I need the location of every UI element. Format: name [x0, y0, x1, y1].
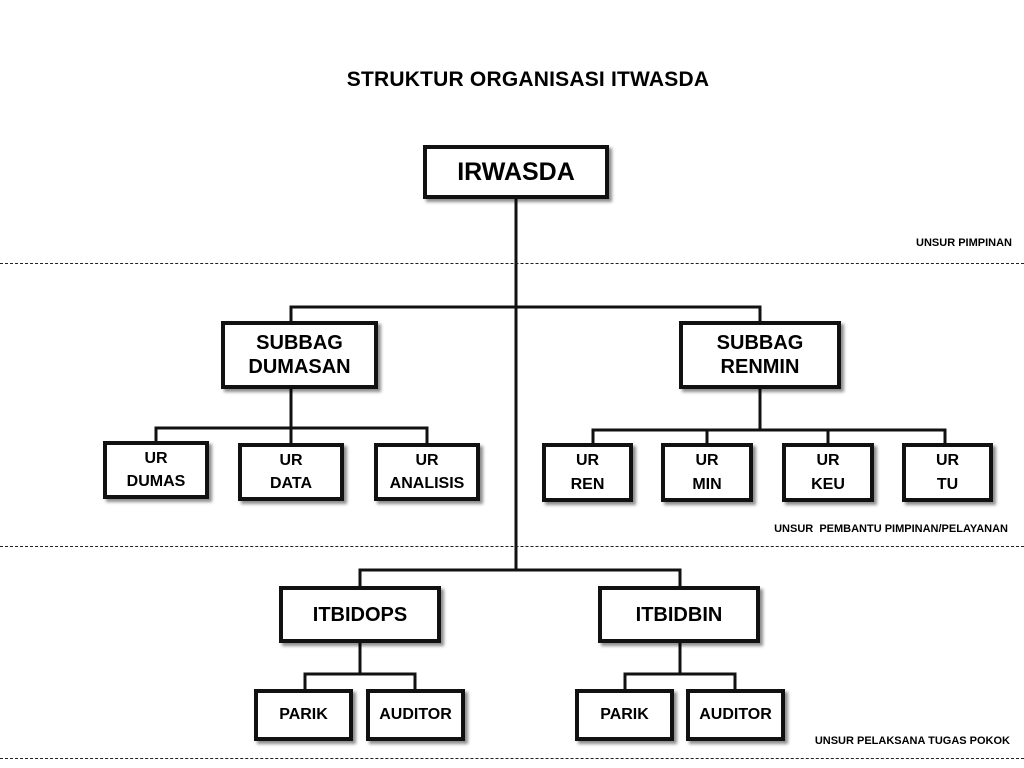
subbag-dumasan-line1: SUBBAG — [256, 332, 343, 354]
ur-min-line2: MIN — [692, 475, 722, 493]
itbidbin-box: ITBIDBIN — [598, 586, 760, 643]
ur-keu-line1: UR — [816, 452, 840, 470]
ur-ren-line1: UR — [575, 452, 600, 470]
zone-label-pelaksana: UNSUR PELAKSANA TUGAS POKOK — [814, 735, 1010, 747]
subbag-dumasan-box: SUBBAG DUMASAN — [221, 321, 378, 389]
chart-title: STRUKTUR ORGANISASI ITWASDA — [346, 68, 710, 91]
ur-keu-line2: KEU — [811, 475, 845, 493]
itbidops-parik-label: PARIK — [279, 706, 328, 724]
divider-pimpinan — [0, 263, 1024, 264]
zone-label-pembantu: UNSUR PEMBANTU PIMPINAN/PELAYANAN — [774, 523, 1008, 535]
itbidbin-label: ITBIDBIN — [635, 603, 723, 626]
ur-dumas-box: UR DUMAS — [103, 441, 209, 499]
zone-label-pimpinan: UNSUR PIMPINAN — [916, 237, 1012, 249]
subbag-dumasan-line2: DUMASAN — [248, 356, 351, 378]
ur-analisis-line2: ANALISIS — [389, 475, 465, 492]
itbidbin-auditor-box: AUDITOR — [686, 689, 785, 741]
itbidbin-parik-label: PARIK — [600, 706, 649, 724]
ur-keu-box: UR KEU — [782, 443, 874, 502]
ur-tu-line2: TU — [936, 475, 959, 493]
ur-analisis-line1: UR — [415, 451, 439, 469]
ur-data-box: UR DATA — [238, 443, 344, 501]
ur-tu-box: UR TU — [902, 443, 993, 502]
itbidops-box: ITBIDOPS — [279, 586, 441, 643]
irwasda-label: IRWASDA — [457, 158, 575, 186]
ur-dumas-line1: UR — [144, 449, 168, 467]
itbidbin-auditor-label: AUDITOR — [699, 706, 772, 724]
ur-min-box: UR MIN — [661, 443, 753, 502]
ur-ren-box: UR REN — [542, 443, 633, 502]
irwasda-box: IRWASDA — [423, 145, 609, 199]
ur-ren-line2: REN — [570, 475, 605, 493]
itbidops-parik-box: PARIK — [254, 689, 353, 741]
itbidops-auditor-box: AUDITOR — [366, 689, 465, 741]
divider-pembantu — [0, 546, 1024, 547]
ur-data-line2: DATA — [269, 475, 313, 492]
ur-analisis-box: UR ANALISIS — [374, 443, 480, 501]
subbag-renmin-line2: RENMIN — [720, 356, 800, 378]
itbidops-auditor-label: AUDITOR — [379, 706, 452, 724]
itbidops-label: ITBIDOPS — [312, 603, 408, 626]
subbag-renmin-line1: SUBBAG — [716, 332, 804, 354]
itbidbin-parik-box: PARIK — [575, 689, 674, 741]
ur-dumas-line2: DUMAS — [126, 473, 186, 490]
ur-data-line1: UR — [279, 451, 303, 469]
ur-min-line1: UR — [695, 452, 719, 470]
subbag-renmin-box: SUBBAG RENMIN — [679, 321, 841, 389]
ur-tu-line1: UR — [935, 452, 960, 470]
divider-pelaksana — [0, 758, 1024, 759]
